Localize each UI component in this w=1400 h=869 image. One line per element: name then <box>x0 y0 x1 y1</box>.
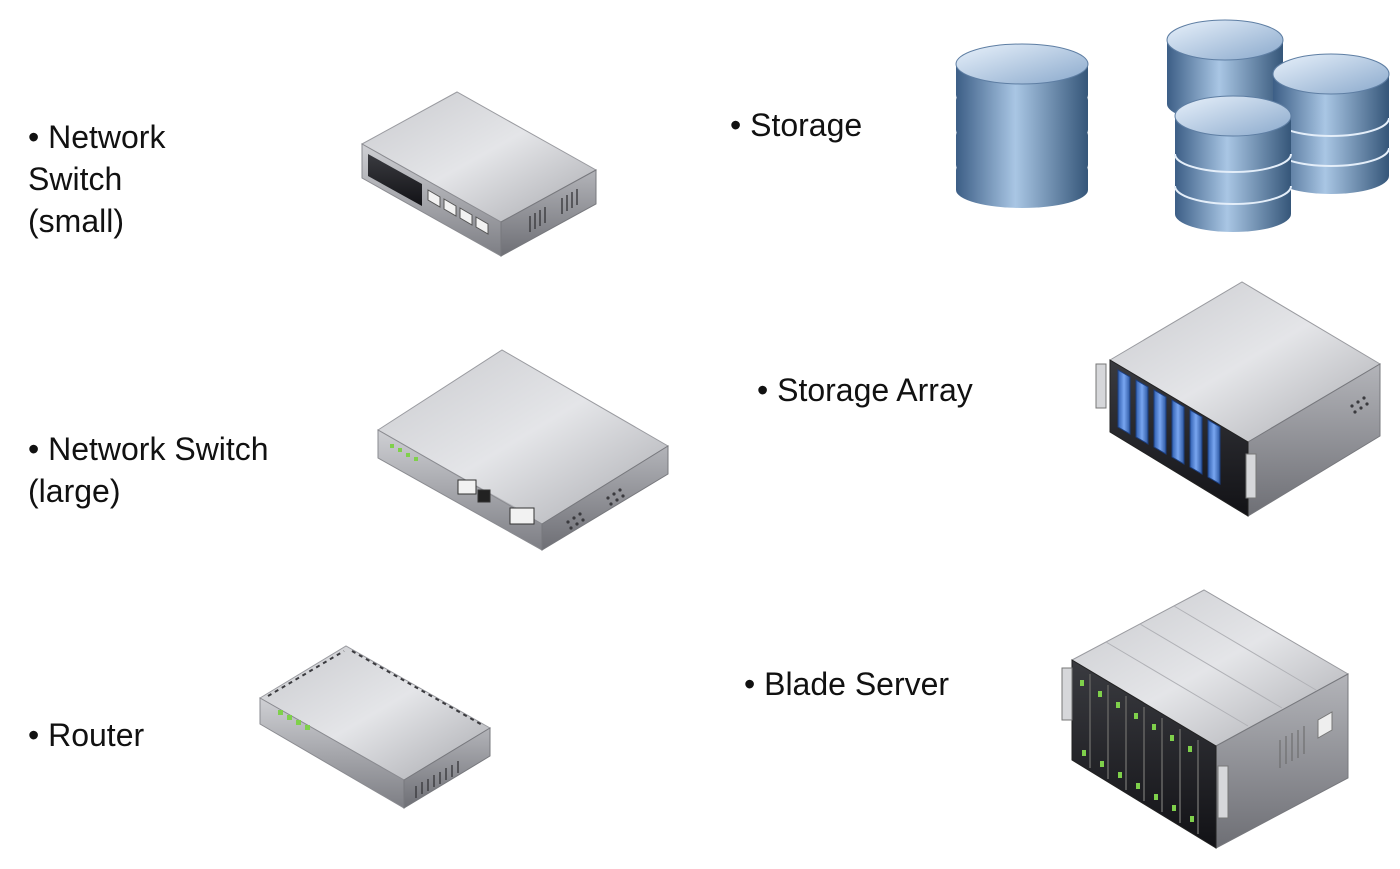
database-cylinder-icon <box>952 40 1092 210</box>
label-storage: • Storage <box>730 107 863 143</box>
network-switch-large-icon <box>377 349 670 552</box>
label-blade-server: • Blade Server <box>744 666 950 702</box>
label-storage-array: • Storage Array <box>757 372 973 408</box>
label-network-switch-large: • Network Switch (large) <box>28 431 269 509</box>
database-cluster-icon <box>1165 14 1395 236</box>
blade-server-icon <box>1060 589 1350 852</box>
network-switch-small-icon <box>360 91 598 258</box>
label-router: • Router <box>28 717 145 753</box>
label-network-switch-small: • Network Switch (small) <box>28 119 166 239</box>
router-icon <box>259 645 492 810</box>
storage-array-icon <box>1090 281 1386 520</box>
